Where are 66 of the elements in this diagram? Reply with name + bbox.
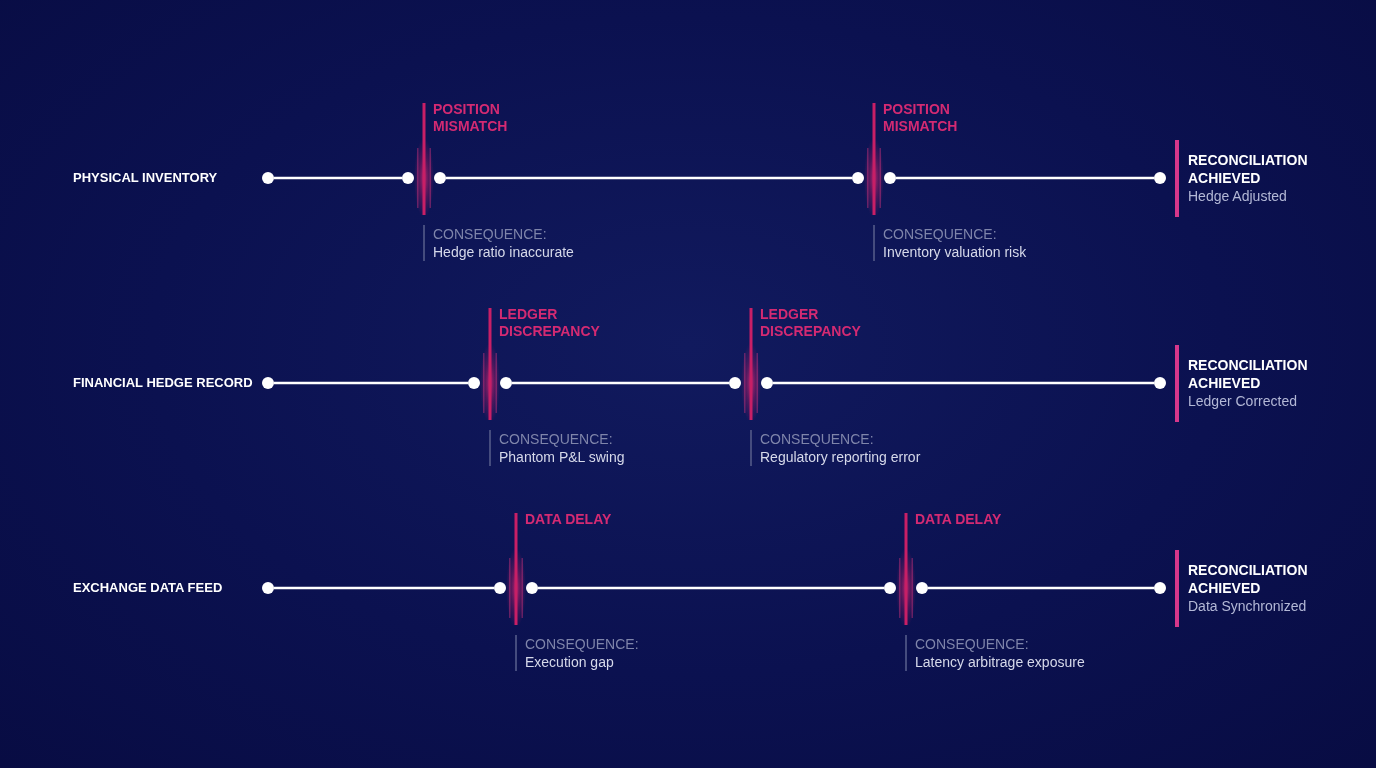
rupture-label: POSITION MISMATCH — [883, 101, 959, 135]
timeline-dot — [761, 377, 773, 389]
status-heading: RECONCILIATION ACHIEVED — [1188, 356, 1309, 392]
consequence-note — [873, 225, 1027, 261]
consequence-text: Regulatory reporting error — [760, 448, 921, 466]
timeline-dot — [500, 377, 512, 389]
rupture-label: DATA DELAY — [915, 511, 1003, 528]
rupture-label: LEDGER DISCREPANCY — [499, 306, 601, 340]
status-detail: Data Synchronized — [1188, 597, 1308, 616]
timeline-dot — [402, 172, 414, 184]
status-heading: RECONCILIATION ACHIEVED — [1188, 151, 1309, 187]
timeline-dot — [494, 582, 506, 594]
timeline-dot — [262, 377, 274, 389]
timeline-segment — [274, 381, 468, 385]
timeline-dot — [852, 172, 864, 184]
timeline-dot — [729, 377, 741, 389]
consequence-label: CONSEQUENCE: — [883, 225, 998, 243]
timeline-dot — [884, 172, 896, 184]
row-label: PHYSICAL INVENTORY — [73, 170, 218, 186]
timeline-dot — [434, 172, 446, 184]
timeline-dot — [1154, 377, 1166, 389]
timeline-segment — [928, 586, 1154, 590]
row-label: EXCHANGE DATA FEED — [73, 580, 223, 596]
consequence-label: CONSEQUENCE: — [915, 635, 1030, 653]
consequence-note — [750, 430, 921, 466]
rupture-marker — [506, 513, 526, 625]
rupture-label: LEDGER DISCREPANCY — [760, 306, 862, 340]
consequence-text: Phantom P&L swing — [499, 448, 625, 466]
rupture-label: DATA DELAY — [525, 511, 613, 528]
timeline-dot — [526, 582, 538, 594]
rupture-label: POSITION MISMATCH — [433, 101, 509, 135]
consequence-note — [515, 635, 639, 671]
rupture-marker — [864, 103, 884, 215]
consequence-note — [489, 430, 625, 466]
consequence-label: CONSEQUENCE: — [760, 430, 875, 448]
rupture-marker — [896, 513, 916, 625]
timeline-dot — [262, 172, 274, 184]
row-label: FINANCIAL HEDGE RECORD — [73, 375, 253, 391]
timeline-segment — [274, 586, 494, 590]
timeline-segment — [446, 176, 852, 180]
timeline-dot — [1154, 582, 1166, 594]
consequence-label: CONSEQUENCE: — [525, 635, 639, 653]
timeline-dot — [262, 582, 274, 594]
consequence-note — [905, 635, 1085, 671]
consequence-text: Inventory valuation risk — [883, 243, 1027, 261]
timeline-segment — [538, 586, 884, 590]
timeline-dot — [916, 582, 928, 594]
rupture-marker — [741, 308, 761, 420]
status-detail: Ledger Corrected — [1188, 392, 1298, 411]
consequence-text: Execution gap — [525, 653, 615, 671]
status-heading: RECONCILIATION ACHIEVED — [1188, 561, 1309, 597]
consequence-note — [423, 225, 574, 261]
timeline-segment — [896, 176, 1154, 180]
consequence-text: Latency arbitrage exposure — [915, 653, 1085, 671]
timeline-dot — [884, 582, 896, 594]
timeline-dot — [468, 377, 480, 389]
timeline-segment — [274, 176, 402, 180]
timeline-dot — [1154, 172, 1166, 184]
consequence-label: CONSEQUENCE: — [499, 430, 614, 448]
consequence-label: CONSEQUENCE: — [433, 225, 548, 243]
rupture-marker — [414, 103, 434, 215]
rupture-marker — [480, 308, 500, 420]
consequence-text: Hedge ratio inaccurate — [433, 243, 574, 261]
status-detail: Hedge Adjusted — [1188, 187, 1288, 206]
timeline-segment — [512, 381, 729, 385]
timeline-segment — [773, 381, 1154, 385]
